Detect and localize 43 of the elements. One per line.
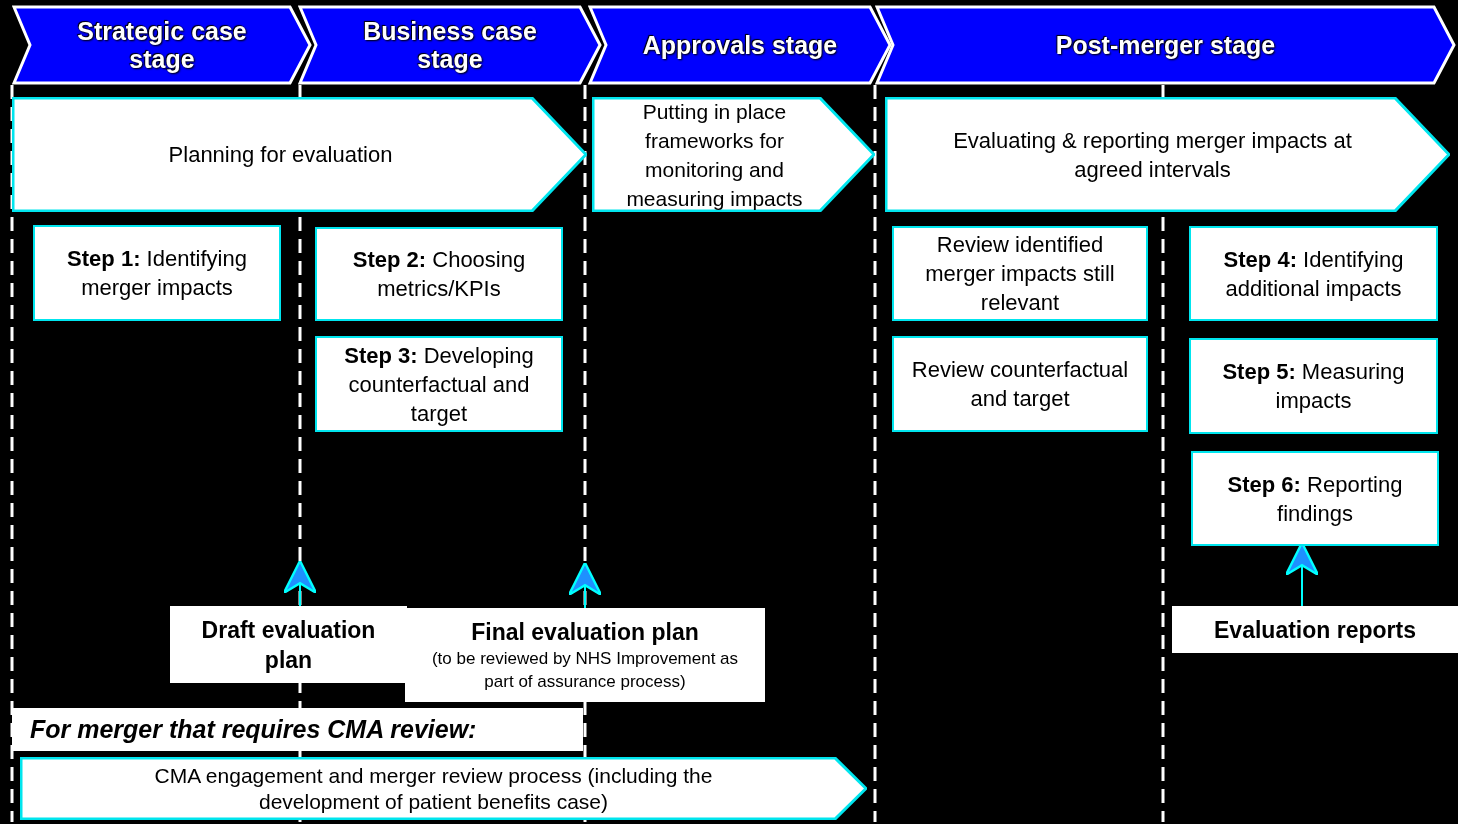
node-text: Planning for evaluation	[168, 141, 393, 169]
node-text: For merger that requires CMA review:	[29, 715, 477, 744]
node-text: Draft evaluation plan	[200, 615, 377, 675]
stage-title: Approvals stage	[642, 31, 838, 59]
phase-banner	[592, 97, 875, 212]
step-box	[1191, 451, 1439, 546]
node-text: Review counterfactual and target	[910, 356, 1130, 413]
phase-banner	[885, 97, 1450, 212]
node-text: Evaluation reports	[1213, 615, 1417, 645]
stage-title: Post-merger stage	[1055, 31, 1276, 59]
node-text: Step 6: Reporting findings	[1226, 470, 1404, 528]
node-text: Final evaluation plan	[470, 618, 700, 647]
node-text: Step 2: Choosing metrics/KPIs	[351, 246, 527, 303]
arrow	[567, 561, 603, 609]
arrow	[282, 559, 318, 607]
process-banner	[20, 757, 867, 820]
step-box	[33, 225, 281, 321]
node-text: CMA engagement and merger review process (including the development of patient benefits case)	[153, 762, 714, 815]
step-box	[892, 226, 1148, 321]
step-box	[1189, 226, 1438, 321]
step-box	[315, 227, 563, 321]
milestone-box	[1172, 606, 1458, 653]
phase-banner	[12, 97, 587, 212]
node-text: Step 5: Measuring impacts	[1221, 358, 1406, 415]
node-text: Step 1: Identifying merger impacts	[66, 245, 248, 302]
node-text: Step 3: Developing counterfactual and target	[343, 341, 535, 428]
node-text: Evaluating & reporting merger impacts at agreed intervals	[952, 126, 1353, 184]
milestone-box	[405, 608, 765, 702]
node-text: Putting in place frameworks for monitoring and measuring impacts	[625, 98, 804, 212]
stage-title: Strategic case stage	[76, 17, 248, 73]
stage-header	[875, 5, 1456, 85]
step-box	[892, 336, 1148, 432]
note-box	[12, 708, 583, 751]
note-text: (to be reviewed by NHS Improvement as part of assurance process)	[430, 648, 740, 693]
stage-header	[588, 5, 892, 85]
stage-header	[12, 5, 312, 85]
node-text: Step 4: Identifying additional impacts	[1222, 245, 1405, 303]
stage-title: Business case stage	[362, 17, 538, 73]
stage-header	[298, 5, 602, 85]
step-box	[1189, 338, 1438, 434]
milestone-box	[170, 606, 407, 683]
step-box	[315, 336, 563, 432]
node-text: Review identified merger impacts still relevant	[924, 231, 1116, 317]
